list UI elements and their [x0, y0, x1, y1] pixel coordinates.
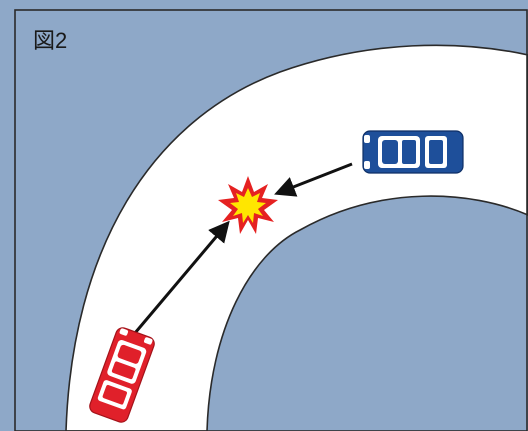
blue-car-icon — [363, 131, 463, 173]
figure-label: 図2 — [33, 30, 67, 52]
